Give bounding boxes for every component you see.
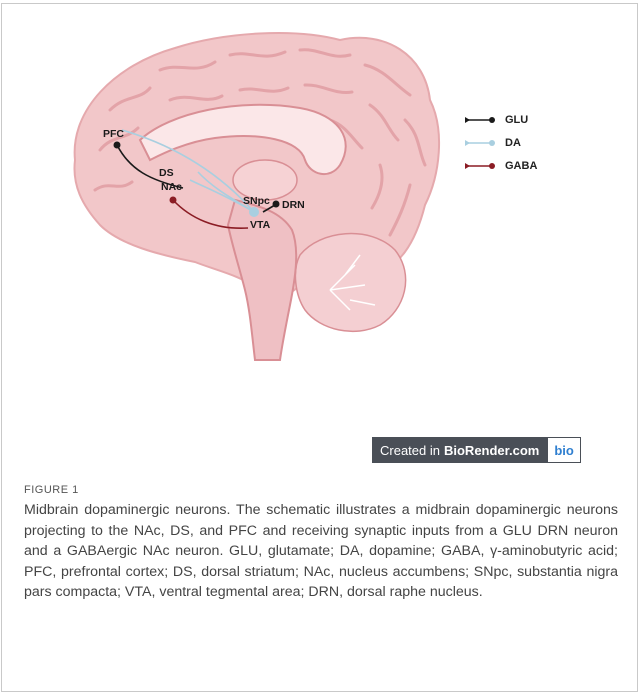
figure-panel: PFC DS NAc SNpc DRN VTA GLU DA <box>0 0 641 470</box>
label-drn: DRN <box>282 199 305 211</box>
legend-item-da: DA <box>463 131 537 154</box>
label-pfc: PFC <box>103 128 124 140</box>
da-line-icon <box>463 138 497 148</box>
figure-label: FIGURE 1 <box>24 484 618 496</box>
label-vta: VTA <box>250 219 271 231</box>
gaba-line-icon <box>463 161 497 171</box>
glu-soma-pfc <box>114 142 121 149</box>
label-ds: DS <box>159 167 174 179</box>
glu-soma-drn <box>273 201 280 208</box>
figure-caption: FIGURE 1 Midbrain dopaminergic neurons. … <box>24 484 618 603</box>
legend: GLU DA GABA <box>463 108 537 177</box>
caption-text: Midbrain dopaminergic neurons. The schem… <box>24 500 618 603</box>
da-neuron-soma <box>249 207 259 217</box>
cerebellum <box>295 234 405 332</box>
legend-item-gaba: GABA <box>463 154 537 177</box>
watermark-prefix: Created in <box>380 443 440 458</box>
label-nac: NAc <box>161 181 182 193</box>
biorender-watermark: Created in BioRender.com bio <box>372 437 581 463</box>
legend-label-da: DA <box>505 137 521 149</box>
legend-label-gaba: GABA <box>505 160 537 172</box>
legend-label-glu: GLU <box>505 114 528 126</box>
brain-diagram: PFC DS NAc SNpc DRN VTA <box>0 0 641 470</box>
biorender-logo-icon: bio <box>547 437 581 463</box>
gaba-soma-nac <box>170 197 177 204</box>
watermark-text: Created in BioRender.com <box>372 437 547 463</box>
thalamus <box>233 160 297 200</box>
legend-item-glu: GLU <box>463 108 537 131</box>
watermark-brand: BioRender.com <box>444 443 539 458</box>
glu-line-icon <box>463 115 497 125</box>
label-snpc: SNpc <box>243 195 270 207</box>
